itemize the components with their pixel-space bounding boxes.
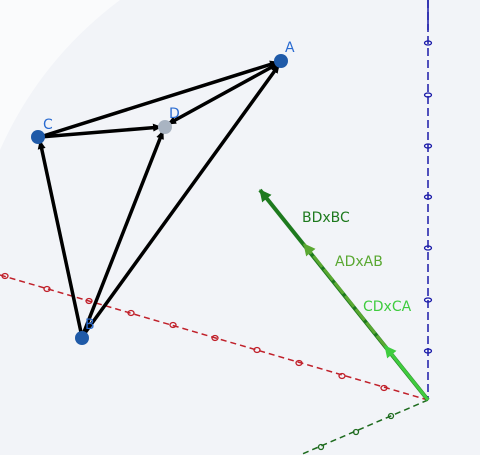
edge-b-a xyxy=(80,63,281,339)
point-c[interactable]: C xyxy=(31,117,53,144)
label-cd-x-ca: CDxCA xyxy=(363,299,412,315)
edge-b-c xyxy=(37,140,84,338)
vector-cd-x-ca[interactable] xyxy=(383,345,430,401)
edge-c-d xyxy=(39,123,162,139)
label-bd-x-bc: BDxBC xyxy=(302,210,350,226)
point-a-label: A xyxy=(285,40,295,56)
tetrahedron-edges xyxy=(37,60,282,339)
point-c-label: C xyxy=(43,117,53,133)
label-ad-x-ab: ADxAB xyxy=(335,254,383,270)
edge-a-d xyxy=(167,60,282,126)
point-b-label: B xyxy=(85,317,95,333)
point-d[interactable]: D xyxy=(158,106,180,134)
point-d-label: D xyxy=(169,106,180,122)
z-axis xyxy=(423,0,433,400)
edge-c-a xyxy=(39,60,279,139)
x-axis xyxy=(0,272,429,401)
point-b[interactable]: B xyxy=(75,317,95,345)
background-highlight xyxy=(0,0,120,150)
edge-b-d xyxy=(80,130,165,338)
y-axis xyxy=(299,399,429,455)
point-a[interactable]: A xyxy=(274,40,295,68)
vector-ad-x-ab[interactable] xyxy=(302,243,430,401)
